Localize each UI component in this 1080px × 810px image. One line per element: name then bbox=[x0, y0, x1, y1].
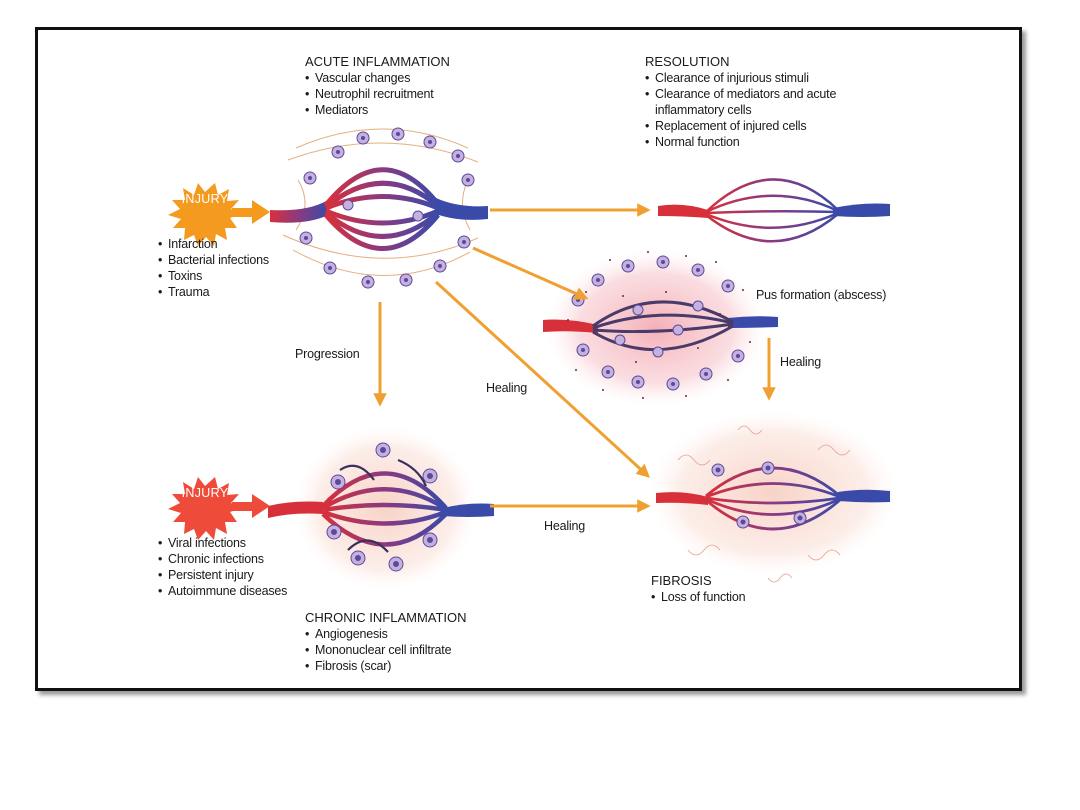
injury-cause: Chronic infections bbox=[158, 551, 287, 567]
progression-label: Progression bbox=[295, 347, 360, 361]
inflammation-diagram-art bbox=[168, 127, 898, 590]
injury-cause: Autoimmune diseases bbox=[158, 583, 287, 599]
chronic-item: Mononuclear cell infiltrate bbox=[305, 642, 467, 658]
cell-nuclei bbox=[304, 132, 803, 567]
injury-cause: Viral infections bbox=[158, 535, 287, 551]
injury-cause: Toxins bbox=[158, 268, 269, 284]
injury-cause: Bacterial infections bbox=[158, 252, 269, 268]
chronic-inflammation-title: CHRONIC INFLAMMATION bbox=[305, 610, 467, 625]
abscess-label: Pus formation (abscess) bbox=[756, 288, 887, 302]
fibrosis-vessel bbox=[656, 425, 890, 583]
injury-label-top: INJURY bbox=[181, 192, 229, 206]
resolution-item: Clearance of mediators and acute bbox=[645, 86, 836, 102]
arrow-acute-to-abscess bbox=[472, 246, 589, 300]
resolution-item: Replacement of injured cells bbox=[645, 118, 836, 134]
healing-label-bottom: Healing bbox=[544, 519, 585, 533]
abscess-vessel bbox=[543, 300, 778, 352]
chronic-item: Angiogenesis bbox=[305, 626, 467, 642]
chronic-inflammation-block: CHRONIC INFLAMMATION Angiogenesis Mononu… bbox=[305, 610, 467, 674]
arrow-acute-to-fibrosis bbox=[434, 280, 650, 478]
acute-vessel bbox=[270, 167, 488, 251]
injury-arrow-bottom bbox=[232, 494, 270, 518]
healing-label-right: Healing bbox=[780, 355, 821, 369]
resolution-block: RESOLUTION Clearance of injurious stimul… bbox=[645, 54, 836, 150]
acute-item: Vascular changes bbox=[305, 70, 450, 86]
diagram-frame: ACUTE INFLAMMATION Vascular changes Neut… bbox=[35, 27, 1022, 691]
fibrosis-title: FIBROSIS bbox=[651, 573, 712, 588]
injury-cause: Infarction bbox=[158, 236, 269, 252]
acute-item: Neutrophil recruitment bbox=[305, 86, 450, 102]
resolution-item: Normal function bbox=[645, 134, 836, 150]
injury-cause: Trauma bbox=[158, 284, 269, 300]
injury-arrow-top bbox=[232, 200, 270, 224]
injury-label-bottom: INJURY bbox=[181, 486, 229, 500]
injury-cause: Persistent injury bbox=[158, 567, 287, 583]
injury-burst-bottom bbox=[168, 477, 242, 540]
resolution-vessel bbox=[658, 178, 890, 243]
fibrosis-item: Loss of function bbox=[651, 589, 746, 605]
acute-inflammation-title: ACUTE INFLAMMATION bbox=[305, 54, 450, 69]
resolution-item-continued: inflammatory cells bbox=[655, 103, 752, 117]
injury-causes-bottom: Viral infections Chronic infections Pers… bbox=[158, 535, 287, 599]
resolution-title: RESOLUTION bbox=[645, 54, 730, 69]
abscess-glow bbox=[546, 250, 766, 406]
fibrosis-block: FIBROSIS Loss of function bbox=[651, 573, 746, 605]
resolution-item: Clearance of injurious stimuli bbox=[645, 70, 836, 86]
chronic-item: Fibrosis (scar) bbox=[305, 658, 467, 674]
acute-item: Mediators bbox=[305, 102, 450, 118]
acute-inflammation-block: ACUTE INFLAMMATION Vascular changes Neut… bbox=[305, 54, 450, 118]
chronic-glow bbox=[294, 426, 478, 590]
healing-label-diagonal: Healing bbox=[486, 381, 527, 395]
injury-burst-top bbox=[168, 183, 242, 246]
injury-causes-top: Infarction Bacterial infections Toxins T… bbox=[158, 236, 269, 300]
acute-fibers bbox=[282, 128, 479, 276]
